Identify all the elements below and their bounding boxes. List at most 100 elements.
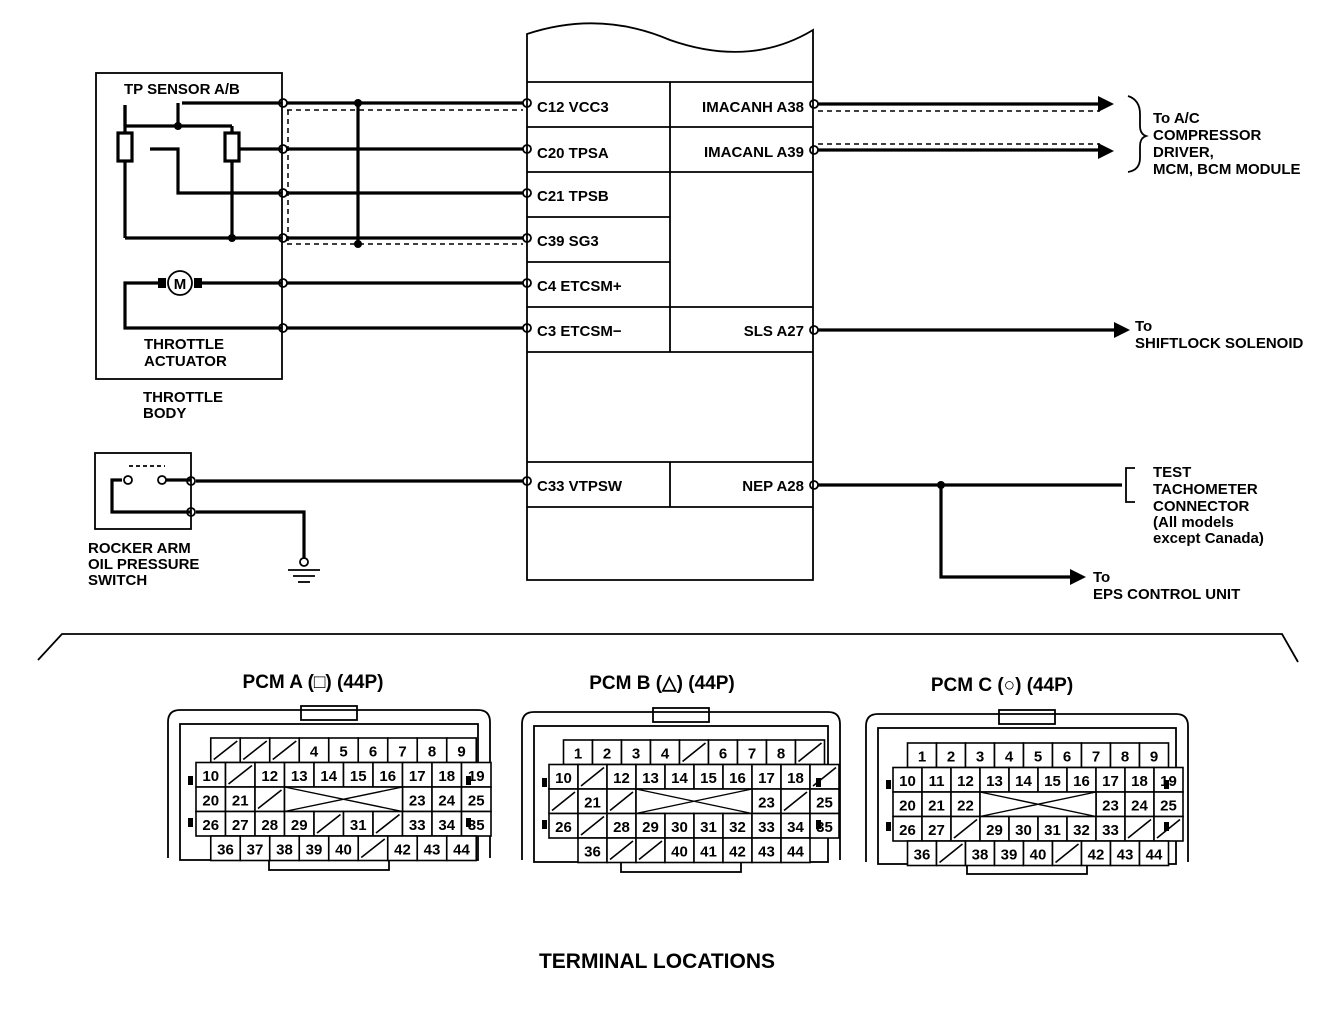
terminal-cell <box>950 791 981 818</box>
terminal-number: 9 <box>457 744 465 761</box>
terminal-number: 14 <box>320 768 337 785</box>
terminal-number: 6 <box>369 744 377 761</box>
terminal-cell <box>1008 766 1039 793</box>
terminal-number: 14 <box>1015 773 1032 790</box>
pcm-left-pins: C12 VCC3 C20 TPSA C21 TPSB C39 SG3 C4 ET… <box>537 99 623 495</box>
terminal-cell <box>892 791 923 818</box>
pin-c20-tpsa: C20 TPSA <box>537 145 609 162</box>
terminal-number: 25 <box>1160 798 1177 815</box>
terminal-cell <box>635 763 666 790</box>
terminal-number: 38 <box>972 847 989 864</box>
terminal-number: 29 <box>291 817 308 834</box>
tach-connector-label: TEST <box>1153 464 1191 481</box>
terminal-locations-caption: TERMINAL LOCATIONS <box>539 950 775 973</box>
terminal-number: 10 <box>202 768 219 785</box>
rocker-arm-label: ROCKER ARM <box>88 540 191 557</box>
terminal-cell <box>445 835 478 862</box>
terminal-number: 15 <box>350 768 367 785</box>
pcm-right-pins: IMACANH A38 IMACANL A39 SLS A27 NEP A28 <box>702 99 804 495</box>
terminal-number: 3 <box>632 746 640 763</box>
terminal-number: 5 <box>1034 749 1042 766</box>
ac-destination-label-2: COMPRESSOR <box>1153 127 1262 144</box>
terminal-number: 18 <box>1131 773 1148 790</box>
terminal-number: 42 <box>729 844 746 861</box>
terminal-number: 12 <box>957 773 974 790</box>
terminal-cell <box>935 742 967 769</box>
sensor-b-resistor <box>223 131 241 163</box>
terminal-number: 34 <box>787 819 804 836</box>
tach-connector-label-5: except Canada) <box>1153 530 1264 547</box>
ac-destination-label-4: MCM, BCM MODULE <box>1153 161 1300 178</box>
pcm-unit <box>526 22 814 581</box>
unused-terminal-mark <box>257 789 282 810</box>
terminal-cell <box>693 837 724 864</box>
terminal-number: 32 <box>1073 822 1090 839</box>
terminal-number: 40 <box>335 842 352 859</box>
terminal-number: 4 <box>310 744 319 761</box>
terminal-cell <box>239 835 271 862</box>
throttle-actuator-label-2: ACTUATOR <box>144 353 227 370</box>
terminal-cell <box>209 835 242 862</box>
tach-connector-label-4: (All models <box>1153 514 1234 531</box>
throttle-actuator-label: THROTTLE <box>144 336 224 353</box>
terminal-cell <box>765 739 797 766</box>
terminal-number: 26 <box>899 822 916 839</box>
terminal-number: 43 <box>1117 847 1134 864</box>
svg-text:M: M <box>174 276 187 293</box>
terminal-cell <box>664 812 695 839</box>
terminal-cell <box>993 840 1025 867</box>
terminal-cell <box>386 835 419 862</box>
unused-terminal-mark <box>228 764 253 785</box>
terminal-cell <box>606 763 637 790</box>
terminal-number: 39 <box>306 842 323 859</box>
terminal-number: 8 <box>777 746 785 763</box>
terminal-number: 36 <box>217 842 234 859</box>
terminal-number: 30 <box>1015 822 1032 839</box>
terminal-number: 28 <box>613 819 630 836</box>
unused-terminal-mark <box>609 791 634 812</box>
terminal-cell <box>780 763 811 790</box>
right-outputs: To A/C COMPRESSOR DRIVER, MCM, BCM MODUL… <box>809 95 1304 603</box>
terminal-section-bracket <box>37 633 1299 663</box>
terminal-number: 20 <box>899 798 916 815</box>
throttle-body-label: THROTTLE <box>143 389 223 406</box>
terminal-number: 31 <box>350 817 367 834</box>
terminal-number: 4 <box>1005 749 1014 766</box>
terminal-number: 43 <box>424 842 441 859</box>
eps-destination-label: To <box>1093 569 1110 586</box>
terminal-number: 19 <box>468 768 485 785</box>
terminal-cell <box>416 737 448 764</box>
terminal-number: 35 <box>468 817 485 834</box>
terminal-number: 17 <box>758 770 775 787</box>
terminal-cell <box>892 766 923 793</box>
terminal-number: 40 <box>1030 847 1047 864</box>
terminal-number: 41 <box>700 844 717 861</box>
terminal-number: 7 <box>398 744 406 761</box>
rocker-arm-label-2: OIL PRESSURE <box>88 556 199 573</box>
terminal-number: 44 <box>787 844 804 861</box>
terminal-number: 6 <box>1063 749 1071 766</box>
terminal-number: 1 <box>918 749 926 766</box>
eps-destination-label-2: EPS CONTROL UNIT <box>1093 586 1240 603</box>
terminal-number: 26 <box>202 817 219 834</box>
terminal-cell <box>921 791 952 818</box>
terminal-number: 7 <box>1092 749 1100 766</box>
terminal-number: 3 <box>976 749 984 766</box>
terminal-number: 44 <box>453 842 470 859</box>
terminal-cell <box>460 786 492 813</box>
unused-terminal-mark <box>580 815 605 836</box>
terminal-number: 18 <box>787 770 804 787</box>
tach-connector-label-3: CONNECTOR <box>1153 498 1250 515</box>
terminal-number: 7 <box>748 746 756 763</box>
terminal-number: 27 <box>232 817 249 834</box>
terminal-cell <box>1138 840 1170 867</box>
terminal-number: 23 <box>758 795 775 812</box>
unused-terminal-mark <box>1054 843 1080 864</box>
terminal-number: 21 <box>232 793 249 810</box>
unused-terminal-mark <box>242 740 268 761</box>
terminal-number: 29 <box>642 819 659 836</box>
terminal-number: 16 <box>729 770 746 787</box>
unused-terminal-mark <box>213 740 238 761</box>
terminal-number: 10 <box>555 770 572 787</box>
